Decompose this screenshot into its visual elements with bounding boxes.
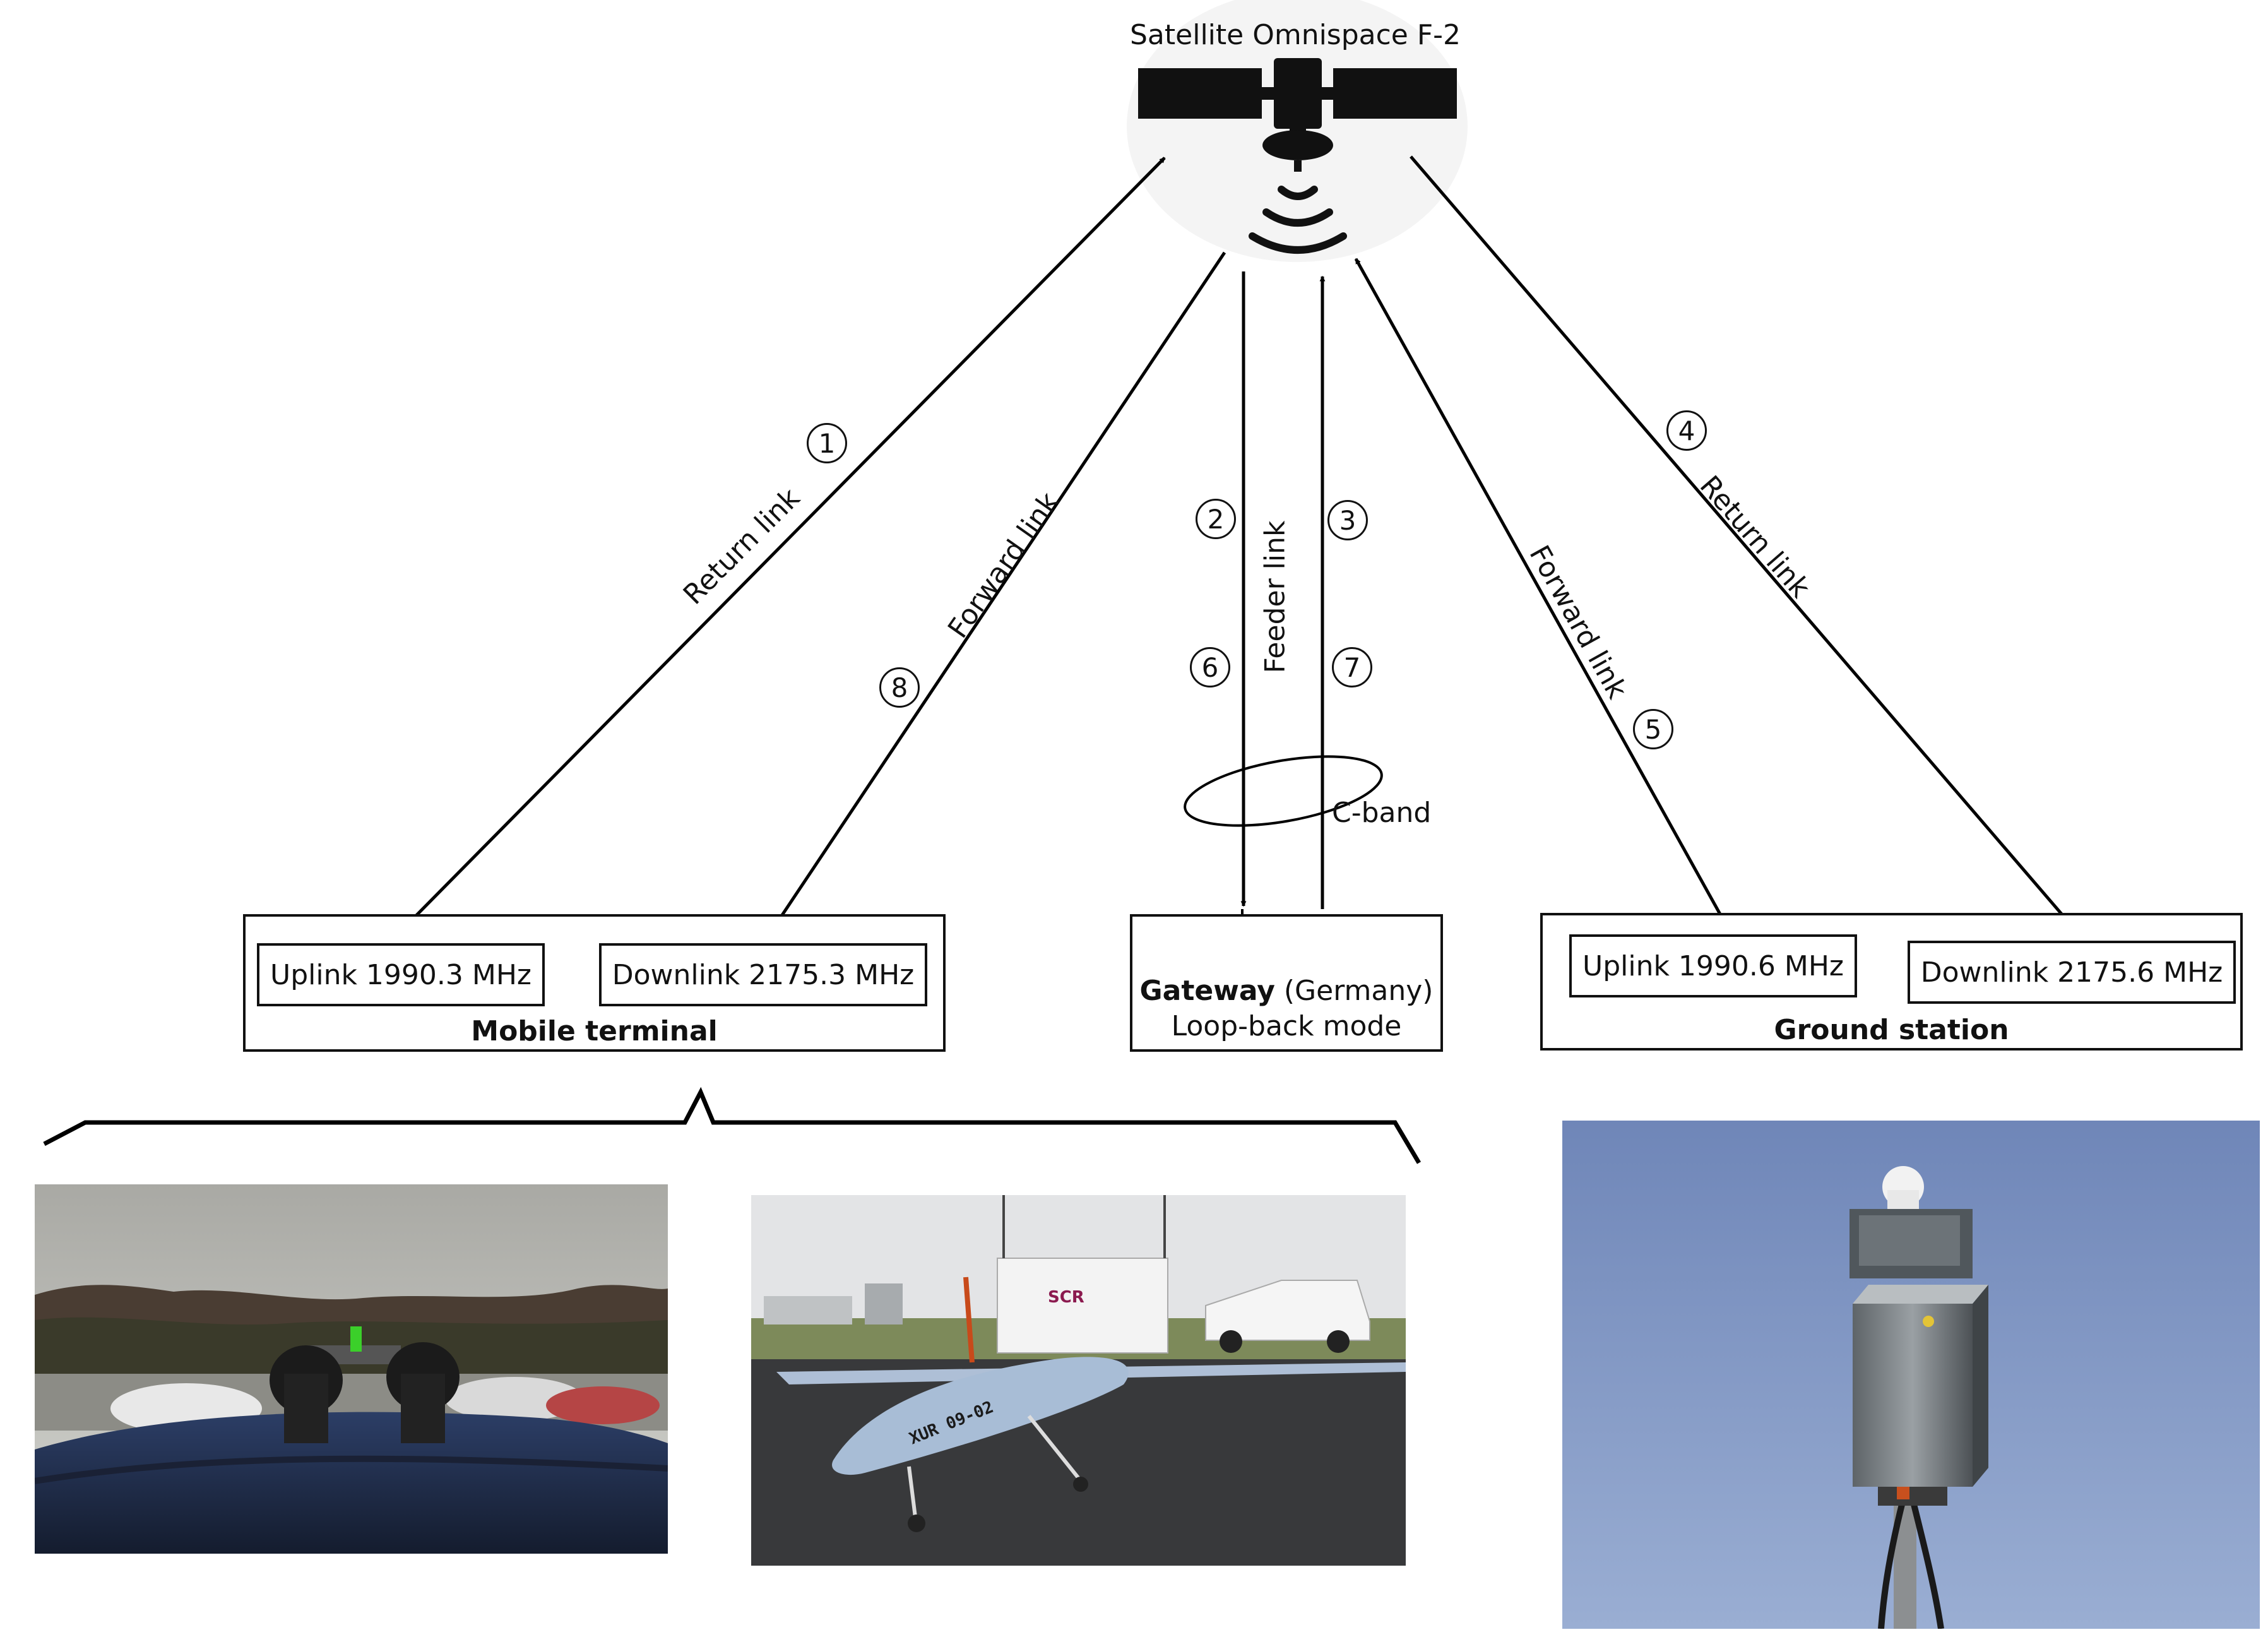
c-band-label: C-band: [1332, 797, 1432, 829]
mobile-terminal-caption: Mobile terminal: [471, 1015, 718, 1047]
step-2-marker: 2: [1196, 499, 1236, 539]
satellite-icon: [1138, 58, 1457, 254]
gateway-box: Gateway (Germany) Loop-back mode: [1130, 914, 1443, 1052]
trailer-logo: SCR: [1048, 1288, 1084, 1307]
feeder-link-label: Feeder link: [1259, 520, 1291, 674]
satellite-title: Satellite Omnispace F-2: [1130, 19, 1461, 51]
gs-uplink-box: Uplink 1990.6 MHz: [1569, 934, 1857, 997]
gs-downlink-box: Downlink 2175.6 MHz: [1908, 941, 2236, 1004]
mt-uplink-box: Uplink 1990.3 MHz: [257, 943, 545, 1006]
step-5-marker: 5: [1633, 709, 1673, 749]
gs-forward-link-arrow: [1354, 258, 1731, 932]
mt-downlink-box: Downlink 2175.3 MHz: [599, 943, 927, 1006]
ground-station-caption: Ground station: [1774, 1014, 2009, 1046]
mt-forward-link-arrow: [762, 251, 1226, 944]
gateway-name: Gateway: [1139, 975, 1275, 1007]
step-1-marker: 1: [807, 423, 847, 463]
step-7-marker: 7: [1332, 647, 1372, 688]
gateway-mode: Loop-back mode: [1171, 1010, 1402, 1042]
uav-photo: SCR XUR 09-02: [751, 1195, 1406, 1566]
mobile-terminal-brace: [43, 1086, 1422, 1164]
step-8-marker: 8: [879, 667, 920, 708]
gs-return-link-arrow: [1410, 155, 2083, 939]
ground-station-box: Uplink 1990.6 MHz Downlink 2175.6 MHz Gr…: [1540, 913, 2243, 1051]
mobile-terminal-box: Uplink 1990.3 MHz Downlink 2175.3 MHz Mo…: [243, 914, 946, 1052]
gateway-location: (Germany): [1283, 975, 1434, 1007]
ground-station-photo: [1562, 1121, 2260, 1629]
c-band-ellipse: [1184, 755, 1383, 827]
step-3-marker: 3: [1327, 500, 1368, 540]
step-6-marker: 6: [1190, 647, 1230, 688]
mt-return-link-arrow: [387, 157, 1166, 945]
step-4-marker: 4: [1666, 410, 1707, 451]
gateway-title: Gateway (Germany): [1132, 975, 1440, 1007]
car-antenna-photo: [35, 1184, 668, 1554]
